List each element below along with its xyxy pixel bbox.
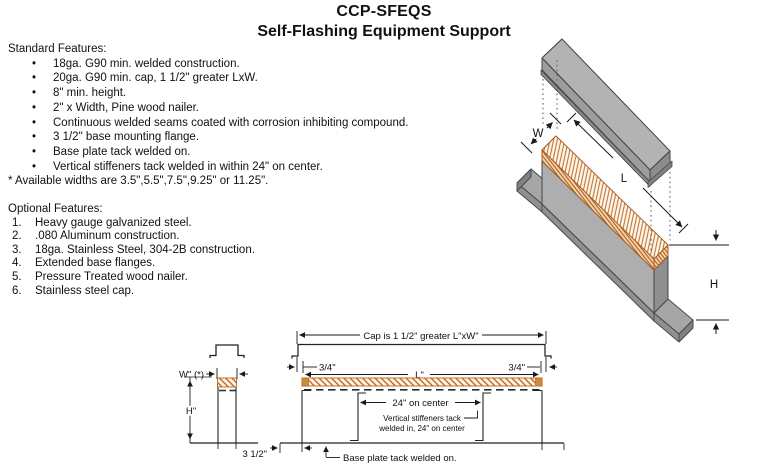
- cap-profile: [209, 344, 245, 358]
- available-widths-footnote: * Available widths are 3.5",5.5",7.5",9.…: [8, 175, 269, 188]
- list-item-text: Stainless steel cap.: [35, 284, 135, 297]
- standard-features-heading: Standard Features:: [8, 43, 107, 55]
- optional-features-heading: Optional Features:: [8, 203, 103, 215]
- list-number: 3.: [12, 243, 22, 256]
- bullet-icon: •: [32, 145, 37, 158]
- equipment-cap: [540, 38, 673, 188]
- projection-lines: [542, 60, 671, 251]
- product-name: Self-Flashing Equipment Support: [257, 23, 511, 40]
- bullet-icon: •: [32, 72, 37, 85]
- section-width-label: W" (*): [179, 370, 204, 381]
- flange-right-end-face: [678, 319, 694, 343]
- list-item: • 20ga. G90 min. cap, 1 1/2" greater LxW.: [8, 71, 478, 86]
- iso-length-label: L: [621, 173, 628, 185]
- bullet-icon: •: [32, 131, 37, 144]
- list-item-text: Pressure Treated wood nailer.: [35, 270, 188, 283]
- list-item: • 18ga. G90 min. welded construction.: [8, 57, 478, 72]
- list-item-text: 18ga. G90 min. welded construction.: [53, 57, 240, 70]
- list-number: 1.: [12, 216, 22, 229]
- cross-section-view: W" (*) H": [179, 344, 258, 449]
- length-dimension: [566, 112, 689, 234]
- overhang-right-dim: [527, 357, 557, 373]
- list-item-text: Extended base flanges.: [35, 257, 156, 270]
- list-item-text: .080 Aluminum construction.: [35, 230, 180, 243]
- list-number: 2.: [12, 230, 22, 243]
- dimension-drawings: W" (*) H": [179, 331, 565, 464]
- base-plate-ticks: [279, 443, 565, 453]
- length-label: L": [415, 370, 424, 381]
- list-item: 1. Heavy gauge galvanized steel.: [8, 217, 478, 231]
- list-item: • Continuous welded seams coated with cor…: [8, 116, 478, 131]
- stiffener-note-line1: Vertical stiffeners tack: [383, 414, 462, 423]
- list-item-text: Vertical stiffeners tack welded in withi…: [53, 160, 323, 173]
- list-item-text: 2" x Width, Pine wood nailer.: [53, 101, 199, 114]
- section-body: [217, 387, 237, 443]
- list-item-text: 8" min. height.: [53, 87, 127, 100]
- elevation-nailer-hatch: [301, 377, 543, 387]
- overhang-left-dim: [287, 357, 317, 373]
- section-width-dim: [206, 368, 248, 379]
- list-item: 3. 18ga. Stainless Steel, 304-2B construc…: [8, 244, 478, 258]
- bullet-icon: •: [32, 116, 37, 129]
- elevation-body: [301, 390, 543, 443]
- list-item: 4. Extended base flanges.: [8, 257, 478, 271]
- width-dimension: [520, 112, 562, 154]
- list-item: • 3 1/2" base mounting flange.: [8, 130, 478, 145]
- cap-overall-dim: [296, 331, 547, 344]
- stiffener-note-leader: [464, 410, 478, 419]
- list-item: 5. Pressure Treated wood nailer.: [8, 271, 478, 285]
- list-item: • 2" x Width, Pine wood nailer.: [8, 101, 478, 116]
- overhang-left-label: 3/4": [319, 363, 336, 374]
- bullet-icon: •: [32, 160, 37, 173]
- section-height-dim: [184, 376, 212, 443]
- bullet-icon: •: [32, 87, 37, 100]
- list-item-text: Continuous welded seams coated with corr…: [53, 116, 409, 129]
- stiffener-note-line2: welded in, 24" on center: [378, 424, 465, 433]
- list-item-text: 18ga. Stainless Steel, 304-2B constructi…: [35, 243, 255, 256]
- nailer-right-end-face: [653, 244, 669, 271]
- section-base-ticks: [217, 443, 237, 449]
- flange-width-label: 3 1/2": [242, 449, 267, 460]
- list-item: 2. .080 Aluminum construction.: [8, 230, 478, 244]
- iso-width-label: W: [533, 128, 544, 140]
- bullet-icon: •: [32, 101, 37, 114]
- list-item: • Base plate tack welded on.: [8, 145, 478, 160]
- base-flange: [516, 168, 694, 343]
- nailer-end-cap-left: [301, 377, 309, 387]
- overhang-right-label: 3/4": [508, 363, 525, 374]
- wood-nailer: [541, 135, 669, 271]
- section-nailer-hatch: [217, 377, 237, 388]
- list-item-text: Heavy gauge galvanized steel.: [35, 216, 192, 229]
- vertical-stiffeners: [350, 392, 491, 441]
- product-code: CCP-SFEQS: [336, 3, 432, 20]
- base-note-leader: [323, 446, 340, 458]
- standard-features-section: Standard Features: • 18ga. G90 min. welde…: [8, 42, 478, 189]
- list-item-text: 20ga. G90 min. cap, 1 1/2" greater LxW.: [53, 72, 258, 85]
- iso-height-label: H: [710, 279, 718, 291]
- list-item: 6. Stainless steel cap.: [8, 285, 478, 299]
- list-item-text: Base plate tack welded on.: [53, 145, 191, 158]
- nailer-end-cap-right: [535, 377, 543, 387]
- isometric-drawing: W L H: [516, 38, 729, 343]
- optional-features-section: Optional Features: 1. Heavy gauge galvani…: [8, 203, 478, 298]
- list-item: • 8" min. height.: [8, 86, 478, 101]
- cap-front-lip: [540, 69, 651, 187]
- elevation-cap-profile: [291, 343, 552, 359]
- title-block: CCP-SFEQS Self-Flashing Equipment Suppor…: [0, 3, 768, 41]
- height-dimension: [669, 230, 729, 334]
- list-number: 4.: [12, 257, 22, 270]
- list-item: • Vertical stiffeners tack welded in with…: [8, 160, 478, 175]
- cap-overall-label: Cap is 1 1/2" greater L"xW": [363, 331, 478, 342]
- flange-left-end-face: [516, 168, 532, 192]
- list-number: 6.: [12, 284, 22, 297]
- section-height-label: H": [186, 406, 196, 417]
- list-item-text: 3 1/2" base mounting flange.: [53, 131, 200, 144]
- base-note-label: Base plate tack welded on.: [343, 453, 457, 464]
- elevation-view: Cap is 1 1/2" greater L"xW" 3/4" 3/4": [242, 331, 565, 464]
- stiffener-spacing-label: 24" on center: [392, 398, 448, 409]
- list-number: 5.: [12, 270, 22, 283]
- bullet-icon: •: [32, 57, 37, 70]
- cap-right-end-lip: [647, 160, 673, 188]
